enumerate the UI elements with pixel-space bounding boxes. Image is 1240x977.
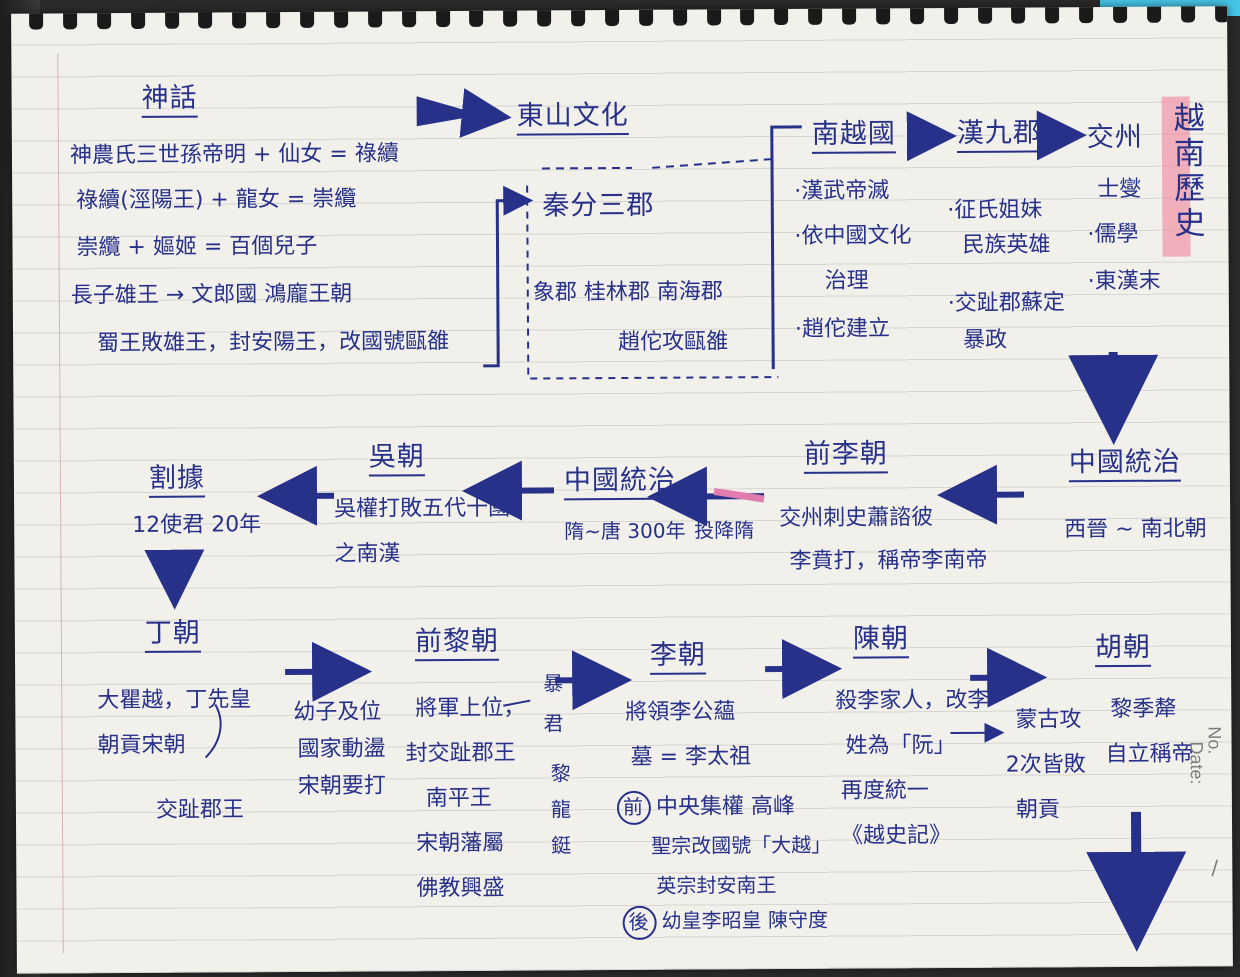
early-ly-line-1: 交州刺史蕭諮彼 [779, 505, 934, 532]
page-no-label: No. [1204, 726, 1225, 755]
dinh-note: 交趾郡王 [155, 797, 245, 823]
myth-title: 神話 [141, 82, 198, 118]
ly-line-4: 聖宗改國號「大越」 [651, 832, 832, 858]
jiaozhou-title: 交州 [1086, 121, 1143, 154]
early-ly-line-2: 李賁打，稱帝李南帝 [789, 547, 988, 574]
marker-circle-back [622, 905, 657, 940]
side-title: 越南歷史 [1167, 101, 1205, 242]
myth-line-5: 蜀王敗雄王，封安陽王，改國號甌雒 [97, 329, 450, 357]
qin-note: 趙佗攻甌雒 [618, 329, 729, 356]
arrow-down-bottom [1086, 811, 1187, 952]
tran-title: 陳朝 [852, 623, 910, 659]
han-item-3: ·交趾郡蘇定 [947, 290, 1065, 317]
ly-marker-front: 前 [622, 794, 644, 819]
china-rule-2-note: 隋~唐 300年 [564, 518, 686, 544]
qin-title: 秦分三郡 [542, 189, 655, 222]
china-rule-1-title: 中國統治 [1068, 446, 1181, 483]
ly-title: 李朝 [649, 639, 707, 675]
nanyue-title: 南越國 [811, 118, 896, 154]
qin-commanderies: 象郡 桂林郡 南海郡 [532, 279, 723, 306]
han-item-1: ·征氏姐妹 [947, 197, 1043, 224]
jiaozhou-item-2: ·儒學 [1087, 221, 1139, 248]
warlords-note: 12使君 20年 [132, 512, 262, 538]
dinh-line-1: 大瞿越，丁先皇 [97, 687, 252, 714]
dinh-line-2: 朝貢宋朝 [97, 732, 186, 759]
transition-2-char-3: 黎 [550, 761, 571, 786]
ho-line-2: 自立稱帝 [1105, 741, 1194, 768]
myth-line-4: 長子雄王 → 文郎國 鴻龐王朝 [70, 281, 353, 309]
pink-mark [713, 487, 765, 503]
connector-to-nanyue [770, 125, 802, 370]
ly-line-6: 幼皇李昭皇 陳守度 [661, 907, 829, 933]
china-rule-2-title: 中國統治 [563, 464, 677, 501]
page-date-label: Date: [1186, 741, 1207, 785]
warlords-title: 割據 [148, 462, 206, 498]
han-nine-title: 漢九郡 [956, 117, 1041, 153]
tran-line-4: 《越史記》 [841, 822, 952, 849]
tran-line-2: 姓為「阮」 [845, 732, 956, 759]
transition-2-char-2: 君 [543, 711, 564, 736]
china-rule-1-note: 西晉 ~ 南北朝 [1064, 516, 1207, 543]
transition-1-line-1: 幼子及位 [293, 699, 382, 726]
han-item-4: 暴政 [963, 327, 1008, 353]
transition-2-char-1: 暴 [543, 671, 564, 696]
dinh-curve [204, 703, 222, 759]
arrow-wedge [416, 96, 482, 127]
han-item-2: 民族英雄 [962, 232, 1051, 258]
transition-1-line-2: 國家動盪 [297, 736, 386, 762]
early-le-line-3: 南平王 [425, 785, 492, 812]
ngo-title: 吳朝 [368, 441, 425, 477]
ly-marker-back: 後 [628, 909, 649, 934]
nanyue-item-1: ·漢武帝滅 [794, 178, 890, 204]
ly-line-3: 中央集權 高峰 [655, 793, 796, 820]
mongol-line-2: 2次皆敗 [1005, 752, 1086, 778]
transition-2-char-5: 鋌 [551, 833, 572, 858]
connector-to-qin [483, 185, 534, 368]
early-le-title: 前黎朝 [414, 625, 500, 662]
tran-line-1: 殺李家人，改李 [835, 687, 990, 714]
nanyue-item-2: ·依中國文化 [794, 223, 912, 249]
mongol-line-1: 蒙古攻 [1015, 707, 1082, 733]
myth-line-1: 神農氏三世孫帝明 + 仙女 = 祿續 [69, 141, 399, 169]
dashed-link [542, 158, 773, 170]
ly-line-2: 墓 = 李太祖 [630, 744, 752, 770]
arrow-layer [144, 88, 1187, 952]
marker-circle-front [616, 790, 651, 825]
ly-line-5: 英宗封安南王 [656, 873, 777, 898]
early-le-line-1: 將軍上位， [415, 695, 526, 722]
jiaozhou-item-3: ·東漢末 [1087, 268, 1161, 295]
mongol-line-3: 朝貢 [1015, 797, 1061, 823]
early-ly-title: 前李朝 [803, 438, 888, 474]
jiaozhou-item-1: 士燮 [1097, 176, 1142, 203]
transition-1-line-3: 宋朝要打 [297, 773, 386, 799]
arrow-earlyle-note [503, 699, 531, 707]
dongson-title: 東山文化 [516, 99, 629, 136]
early-le-line-4: 宋朝藩屬 [416, 830, 505, 857]
early-le-line-5: 佛教興盛 [416, 875, 505, 902]
notebook-page: 神話 神農氏三世孫帝明 + 仙女 = 祿續 祿續(涇陽王) + 龍女 = 崇纜 … [11, 6, 1233, 974]
nanyue-item-4: ·趙佗建立 [794, 316, 891, 342]
myth-line-2: 祿續(涇陽王) + 龍女 = 崇纜 [76, 186, 357, 214]
ngo-line-2: 之南漢 [334, 541, 401, 567]
dinh-title: 丁朝 [144, 617, 201, 653]
early-le-line-2: 封交趾郡王 [405, 740, 516, 767]
ho-line-1: 黎季犛 [1110, 696, 1177, 723]
ngo-line-1: 吳權打敗五代十國 [334, 495, 511, 522]
ly-line-1: 將領李公蘊 [625, 699, 736, 725]
china-rule-2-arrow-note: 投降隋 [694, 518, 755, 543]
page-date-slash: / [1211, 855, 1219, 880]
nanyue-item-3: 治理 [824, 268, 869, 294]
ho-title: 胡朝 [1094, 631, 1152, 668]
myth-line-3: 崇纜 + 嫗姬 = 百個兒子 [76, 233, 318, 261]
tran-line-3: 再度統一 [840, 778, 929, 804]
transition-2-char-4: 龍 [550, 797, 572, 822]
